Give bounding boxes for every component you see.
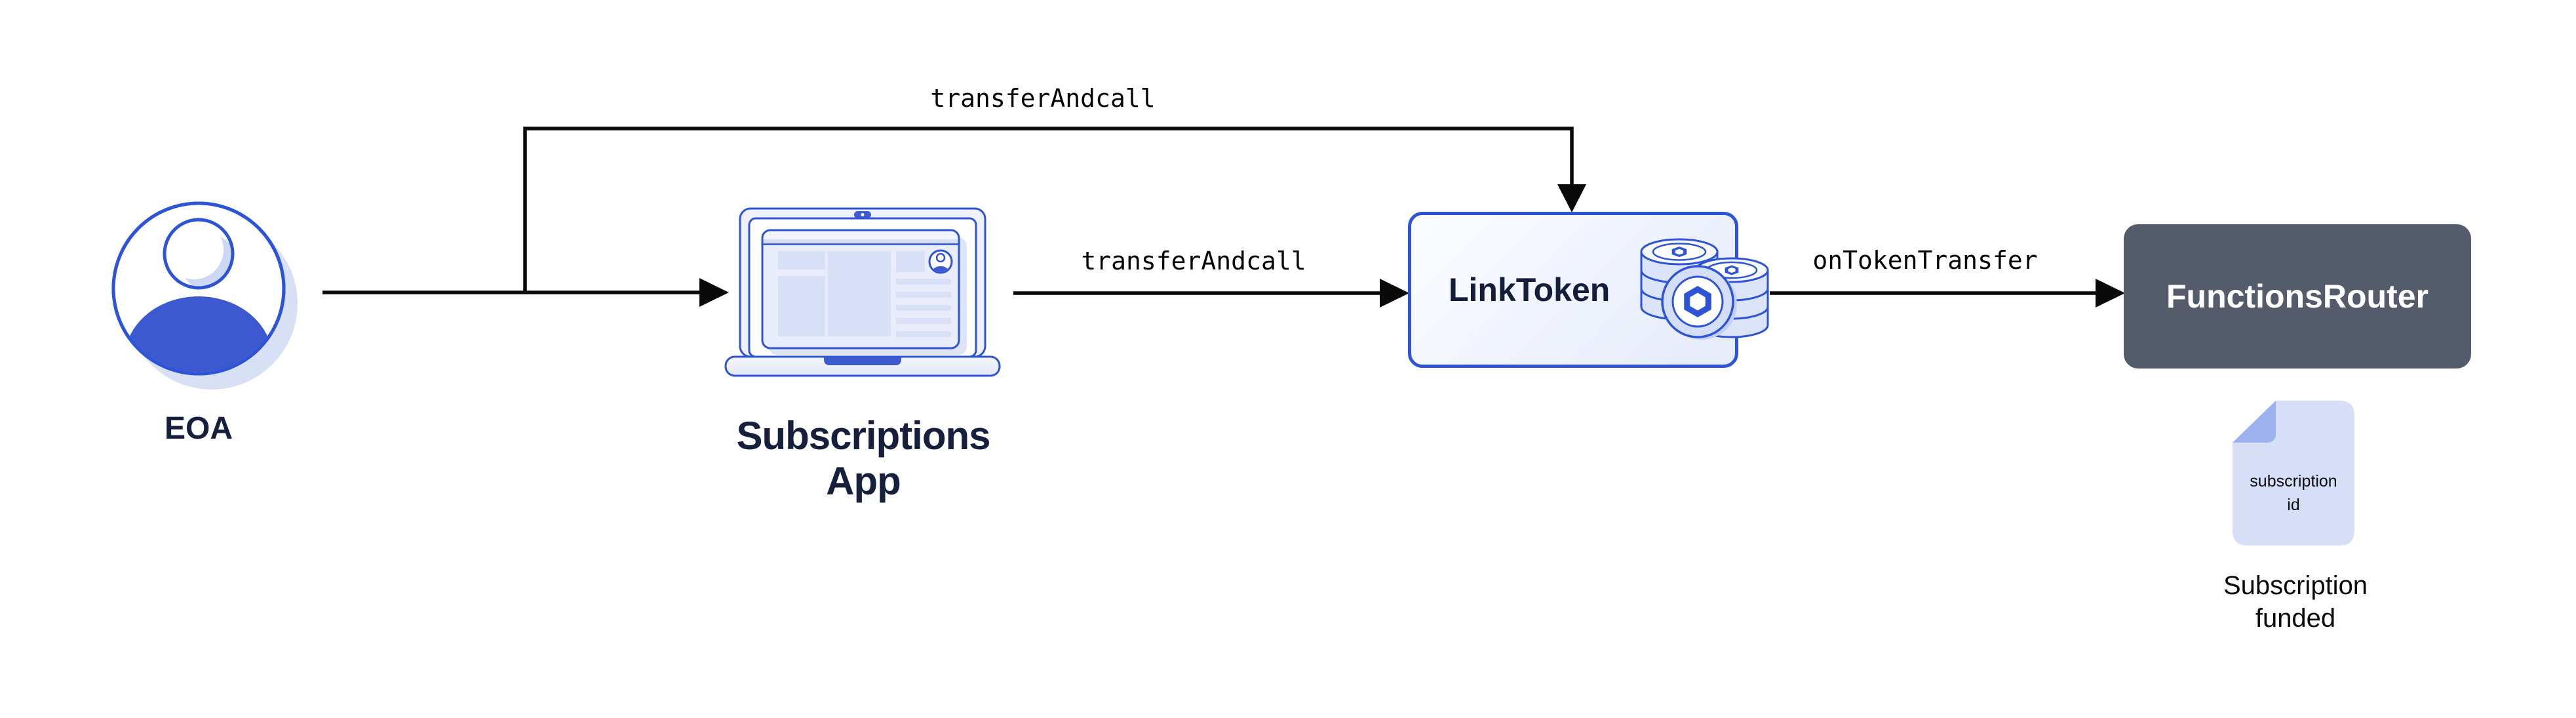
- arrowhead-into-app: [699, 278, 729, 307]
- node-label-functionsrouter: FunctionsRouter: [2166, 278, 2429, 315]
- node-label-subscriptions-app: Subscriptions App: [736, 414, 990, 503]
- edge-label-transferandcall-top: transferAndcall: [930, 84, 1156, 113]
- document-text-line2: id: [2287, 496, 2300, 514]
- arrowhead-into-linktoken-left: [1380, 279, 1409, 308]
- laptop-icon: [724, 207, 1001, 377]
- node-functionsrouter-box: FunctionsRouter: [2124, 224, 2471, 369]
- document-text: subscription id: [2233, 469, 2354, 517]
- document-icon: [2233, 401, 2354, 546]
- caption-line1: Subscription: [2223, 571, 2368, 600]
- link-coin-stack-icon: [1640, 238, 1769, 340]
- document-text-line1: subscription: [2250, 472, 2337, 490]
- node-label-eoa: EOA: [164, 411, 233, 446]
- caption-line2: funded: [2255, 604, 2336, 633]
- arrowhead-into-router: [2096, 279, 2125, 308]
- edge-top-branch-line: [523, 127, 1574, 294]
- arrowhead-into-linktoken-top: [1557, 184, 1586, 212]
- person-avatar-icon: [111, 201, 298, 389]
- edge-label-transferandcall-mid: transferAndcall: [1081, 247, 1306, 275]
- edge-label-ontokentransfer: onTokenTransfer: [1812, 246, 2038, 275]
- node-label-linktoken: LinkToken: [1449, 271, 1610, 308]
- subscription-funded-caption: Subscription funded: [2164, 569, 2427, 635]
